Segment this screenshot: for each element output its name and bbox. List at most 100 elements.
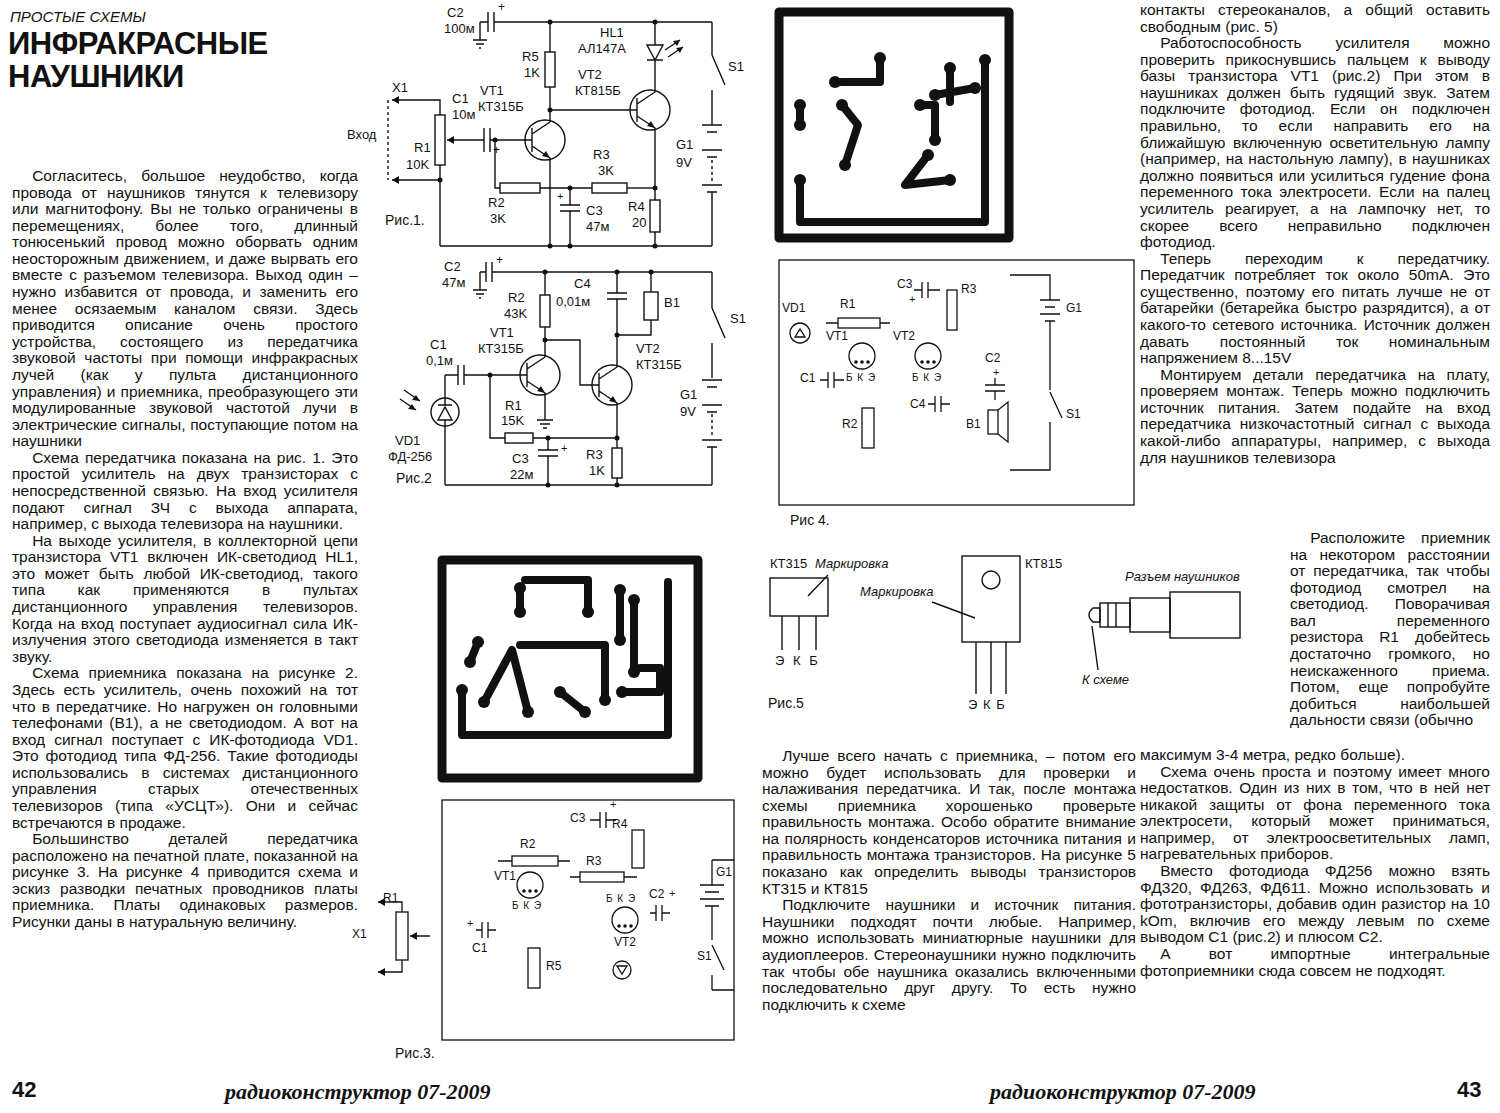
part-label: G1 <box>716 866 732 880</box>
body-paragraph: Схема очень проста и поэтому имеет много… <box>1140 764 1490 863</box>
part-label: R5 <box>522 50 539 65</box>
value-label: 20 <box>632 216 646 231</box>
body-paragraph: Монтируем детали передатчика на плату, п… <box>1140 367 1490 466</box>
text-column: Лучше всего начать с приемника, – потом … <box>762 748 1136 1013</box>
part-label: VT1 <box>826 330 848 344</box>
part-label: HL1 <box>600 26 624 41</box>
value-label: 22м <box>510 468 533 483</box>
part-label: R3 <box>961 283 976 297</box>
part-label: КТ315 <box>770 557 807 572</box>
value-label: 3K <box>490 212 506 227</box>
section-header: ПРОСТЫЕ СХЕМЫ <box>10 8 146 25</box>
body-paragraph: Большинство деталей передатчика располож… <box>12 831 358 930</box>
part-label: VT2 <box>578 68 602 83</box>
pin-label: Б К Э <box>912 372 941 384</box>
pin-label: Б К Э <box>512 900 541 912</box>
part-label: VT1 <box>494 870 516 884</box>
part-label: КТ815 <box>1025 557 1062 572</box>
part-label: C1 <box>430 338 447 353</box>
part-label: C1 <box>452 92 469 107</box>
part-label: R1 <box>414 141 431 156</box>
part-label: VT1 <box>480 84 504 99</box>
value-label: КТ315Б <box>636 358 682 373</box>
pin-label: Б К Э <box>846 372 875 384</box>
magazine-name: радиоконструктор 07-2009 <box>225 1079 491 1104</box>
part-label: B1 <box>966 418 981 432</box>
value-label: 0,01м <box>556 295 590 310</box>
part-label: C1 <box>472 942 487 956</box>
value-label: КТ315Б <box>478 100 524 115</box>
part-label: C2 <box>649 888 664 902</box>
body-paragraph: Подключите наушники и источник питания. … <box>762 897 1136 1013</box>
part-label: R2 <box>488 196 505 211</box>
transmitter-pcb <box>442 560 698 778</box>
part-label: VT1 <box>490 326 514 341</box>
part-label: G1 <box>676 138 693 153</box>
receiver-pcb <box>779 12 1009 238</box>
page-number: 42 <box>12 1077 36 1102</box>
pin-label: Э К Б <box>968 698 1005 713</box>
part-label: VD1 <box>395 434 420 449</box>
part-label: C1 <box>800 372 815 386</box>
body-paragraph: Теперь переходим к передатчику. Передатч… <box>1140 251 1490 367</box>
value-label: 9V <box>680 405 696 420</box>
body-paragraph: А вот импортные интегральные фотоприемни… <box>1140 946 1490 979</box>
figure-caption: Рис 4. <box>790 512 830 528</box>
figure-caption: Рис.1. <box>385 212 425 228</box>
part-label: C2 <box>447 6 464 21</box>
receiver-schematic <box>400 262 725 488</box>
text-column: контакты стереоканалов, а общий оставить… <box>1140 2 1490 466</box>
part-label: R1 <box>505 399 522 414</box>
value-label: 47м <box>586 220 609 235</box>
polarity-mark: + <box>669 887 675 900</box>
figure-caption: Рис.2 <box>396 470 432 486</box>
polarity-mark: + <box>561 442 567 455</box>
part-label: R2 <box>842 418 857 432</box>
value-label: 0,1м <box>426 354 453 369</box>
part-label: R2 <box>508 291 525 306</box>
part-label: R4 <box>628 200 645 215</box>
value-label: 9V <box>676 156 692 171</box>
polarity-mark: + <box>496 254 503 268</box>
body-paragraph: Схема приемника показана на рисунке 2. З… <box>12 665 358 831</box>
part-label: C2 <box>444 260 461 275</box>
part-label: R1 <box>840 298 855 312</box>
polarity-mark: + <box>993 366 999 379</box>
part-label: C4 <box>910 398 925 412</box>
value-label: КТ315Б <box>478 342 524 357</box>
part-label: B1 <box>664 296 680 311</box>
figure-caption: Рис.3. <box>395 1045 435 1061</box>
part-label: VT2 <box>893 330 915 344</box>
part-label: X1 <box>392 81 408 96</box>
body-paragraph: Работоспособность усилителя можно провер… <box>1140 35 1490 251</box>
part-label: S1 <box>697 950 712 964</box>
body-paragraph: На выходе усилителя, в коллекторной цепи… <box>12 533 358 666</box>
value-label: 10м <box>452 108 475 123</box>
body-paragraph: Схема передатчика показана на рис. 1. Эт… <box>12 450 358 533</box>
part-label: C3 <box>512 452 529 467</box>
value-label: 1K <box>524 66 540 81</box>
part-label: VT2 <box>636 342 660 357</box>
text-column: Согласитесь, большое неудобство, когда п… <box>12 168 358 931</box>
polarity-mark: + <box>909 293 915 306</box>
text-column: Расположите приемник на некотором рассто… <box>1290 530 1490 729</box>
transmitter-schematic <box>388 12 725 249</box>
part-label: R1 <box>383 892 398 906</box>
value-label: 100м <box>444 22 475 37</box>
part-label: R2 <box>520 838 535 852</box>
part-label: S1 <box>728 60 744 75</box>
part-label: C2 <box>985 352 1000 366</box>
value-label: ФД-256 <box>388 450 432 465</box>
input-label: Вход <box>347 128 376 143</box>
connector-label: К схеме <box>1082 673 1129 688</box>
marking-callout: Маркировка <box>815 557 888 572</box>
body-paragraph: Расположите приемник на некотором рассто… <box>1290 530 1490 729</box>
value-label: 15K <box>501 414 524 429</box>
body-paragraph: Лучше всего начать с приемника, – потом … <box>762 748 1136 897</box>
value-label: 10K <box>406 158 429 173</box>
part-label: X1 <box>352 928 367 942</box>
article-title: ИНФРАКРАСНЫЕ НАУШНИКИ <box>8 28 338 93</box>
part-label: C4 <box>574 277 591 292</box>
polarity-mark: + <box>467 917 473 930</box>
